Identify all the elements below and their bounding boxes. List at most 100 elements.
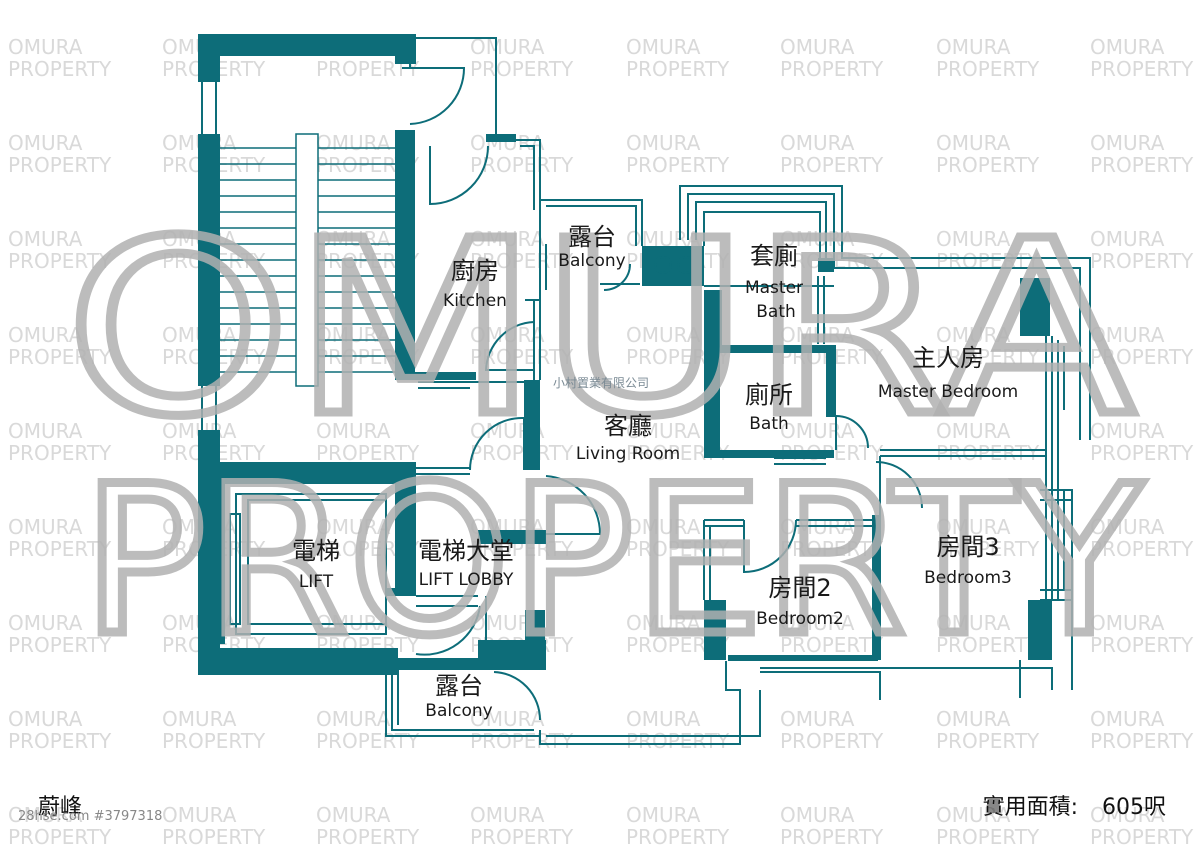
watermark-tile-line2: PROPERTY [470, 57, 574, 81]
watermark-tile-line1: OMURA [8, 707, 83, 731]
watermark-tile-line1: OMURA [316, 227, 391, 251]
watermark-tile-line2: PROPERTY [936, 441, 1040, 465]
watermark-tile-line2: PROPERTY [8, 537, 112, 561]
watermark-tile-line1: OMURA [8, 803, 83, 827]
kitchen-label-zh: 廚房 [451, 257, 499, 285]
staircase [220, 133, 395, 387]
bedroom3-label-en: Bedroom3 [924, 568, 1012, 588]
watermark-tile-line1: OMURA [8, 131, 83, 155]
bedroom2-label-en: Bedroom2 [756, 609, 844, 629]
watermark-tile-line1: OMURA [316, 131, 391, 155]
watermark-tile-line2: PROPERTY [626, 153, 730, 177]
watermark-tile-line1: OMURA [316, 419, 391, 443]
watermark-tile-line2: PROPERTY [8, 729, 112, 753]
watermark-big-line1: OMURA [65, 189, 1135, 469]
watermark-tile-line1: OMURA [780, 707, 855, 731]
watermark-tile-line1: OMURA [626, 419, 701, 443]
watermark-tile-line1: OMURA [8, 323, 83, 347]
watermark-tile-line2: PROPERTY [8, 633, 112, 657]
bedroom3-label-zh: 房間3 [936, 533, 999, 561]
watermark-tile-line1: OMURA [780, 803, 855, 827]
watermark-tile-line2: PROPERTY [1090, 633, 1194, 657]
thin-walls [201, 37, 1091, 745]
watermark-tile-line2: PROPERTY [626, 537, 730, 561]
watermark-tile-line1: OMURA [936, 515, 1011, 539]
watermark-tile-line1: OMURA [316, 707, 391, 731]
watermark-tile-line1: OMURA [470, 227, 545, 251]
lift-lobby-label-zh: 電梯大堂 [418, 537, 514, 565]
watermark-tile-line2: PROPERTY [470, 249, 574, 273]
watermark-tile-line2: PROPERTY [780, 153, 884, 177]
watermark-tile-line2: PROPERTY [316, 825, 420, 848]
watermark-tile-line2: PROPERTY [936, 633, 1040, 657]
watermark-tile-line1: OMURA [626, 131, 701, 155]
lift-lobby-label-en: LIFT LOBBY [419, 570, 514, 590]
watermark-tile-line2: PROPERTY [316, 729, 420, 753]
doors [409, 67, 923, 721]
watermark-tile-line1: OMURA [1090, 515, 1165, 539]
watermark-tile-line2: PROPERTY [470, 441, 574, 465]
watermark-tile-line2: PROPERTY [780, 537, 884, 561]
watermark-tile-line1: OMURA [1090, 611, 1165, 635]
watermark-tile-line1: OMURA [936, 35, 1011, 59]
watermark-tile-line1: OMURA [162, 707, 237, 731]
watermark-tile-line2: PROPERTY [626, 825, 730, 848]
watermark-tile-line1: OMURA [1090, 323, 1165, 347]
watermark-tile-line2: PROPERTY [8, 249, 112, 273]
balcony-bottom-label-en: Balcony [425, 701, 492, 721]
lift-label-en: LIFT [299, 572, 334, 592]
listing-ref: 28hse.com #3797318 [18, 809, 162, 824]
watermark-tile-line1: OMURA [1090, 35, 1165, 59]
master-bath-label-en: Master [745, 278, 803, 298]
watermark-tile-line1: OMURA [316, 803, 391, 827]
watermark-tile-line1: OMURA [8, 611, 83, 635]
watermark-tile-line1: OMURA [936, 707, 1011, 731]
company-stamp: 小村置業有限公司 [553, 376, 649, 390]
watermark-tile-line1: OMURA [8, 35, 83, 59]
watermark-tile-line2: PROPERTY [162, 729, 266, 753]
master-bath-label-en2: Bath [756, 302, 796, 322]
watermark-tile-line1: OMURA [936, 131, 1011, 155]
watermark-tile-line1: OMURA [8, 515, 83, 539]
area-value: 605呎 [1102, 795, 1166, 820]
watermark-tile-line2: PROPERTY [1090, 537, 1194, 561]
watermark-tile-line1: OMURA [780, 35, 855, 59]
watermark-tile-line2: PROPERTY [780, 825, 884, 848]
watermark-tile-line2: PROPERTY [936, 153, 1040, 177]
watermark-tile-line2: PROPERTY [470, 825, 574, 848]
room-labels: 廚房 Kitchen 露台 Balcony 套廁 Master Bath 主人房… [292, 223, 1018, 721]
watermark-tile-line2: PROPERTY [8, 825, 112, 848]
estate-name: 蔚峰 [38, 795, 82, 820]
watermark-tile-line2: PROPERTY [626, 729, 730, 753]
watermark-tile-line2: PROPERTY [1090, 153, 1194, 177]
watermark-tile-line2: PROPERTY [936, 825, 1040, 848]
watermark-tile-line2: PROPERTY [316, 441, 420, 465]
watermark-tile-line1: OMURA [470, 323, 545, 347]
watermark-tile-line2: PROPERTY [1090, 345, 1194, 369]
master-bedroom-label-en: Master Bedroom [878, 382, 1018, 402]
watermark-tile-line1: OMURA [626, 323, 701, 347]
watermark-tile-line2: PROPERTY [8, 345, 112, 369]
watermark-tile-line1: OMURA [1090, 419, 1165, 443]
watermark-tile-line2: PROPERTY [936, 537, 1040, 561]
bath-label-en: Bath [749, 414, 789, 434]
balcony-bottom-label-zh: 露台 [435, 672, 483, 700]
bedroom2-label-zh: 房間2 [768, 574, 831, 602]
watermark-tile-line2: PROPERTY [780, 633, 884, 657]
living-room-label-en: Living Room [576, 444, 680, 464]
watermark-tile-line2: PROPERTY [1090, 825, 1194, 848]
watermark-tile-line2: PROPERTY [936, 729, 1040, 753]
watermark-tile-line1: OMURA [316, 323, 391, 347]
watermark-tile-line1: OMURA [936, 323, 1011, 347]
watermark-tile-line1: OMURA [936, 419, 1011, 443]
watermark-tile-line1: OMURA [162, 803, 237, 827]
watermark-tile-line1: OMURA [316, 515, 391, 539]
kitchen-label-en: Kitchen [443, 291, 507, 311]
watermark-tile-line2: PROPERTY [936, 345, 1040, 369]
living-room-label-zh: 客廳 [604, 412, 652, 440]
lift-label-zh: 電梯 [292, 537, 340, 565]
watermark-tile-line1: OMURA [936, 227, 1011, 251]
watermark-tile-line1: OMURA [8, 419, 83, 443]
balcony-top-label-zh: 露台 [568, 223, 616, 251]
